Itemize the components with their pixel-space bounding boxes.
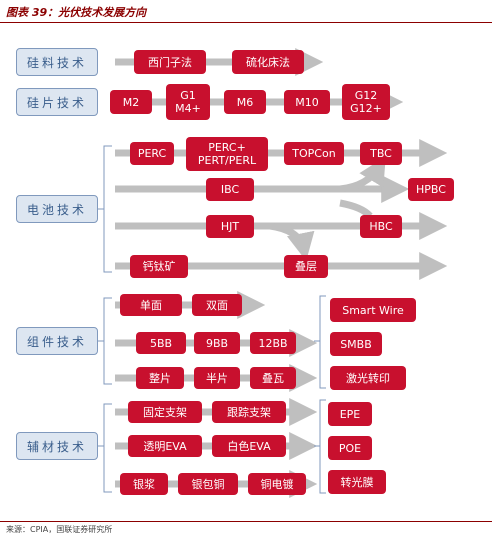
node-module-smart-wire: Smart Wire bbox=[330, 298, 416, 322]
node-aux-copper-plating: 铜电镀 bbox=[248, 473, 306, 495]
source-note: 来源：CPIA，国联证券研究所 bbox=[6, 525, 113, 534]
category-silicon-material: 硅料技术 bbox=[16, 48, 98, 76]
node-module-5bb: 5BB bbox=[136, 332, 186, 354]
node-aux-tracker-mount: 跟踪支架 bbox=[212, 401, 286, 423]
node-module-shingled: 叠瓦 bbox=[250, 367, 296, 389]
bracket-aux-right bbox=[314, 399, 326, 494]
node-aux-silver-coated-copper: 银包铜 bbox=[178, 473, 238, 495]
node-aux-poe: POE bbox=[328, 436, 372, 460]
arrow-cell-3-merge bbox=[339, 199, 373, 219]
node-cell-tandem: 叠层 bbox=[284, 255, 328, 278]
bracket-module-right bbox=[314, 295, 326, 389]
node-cell-perc-plus: PERC+ PERT/PERL bbox=[186, 137, 268, 171]
node-cell-tbc: TBC bbox=[360, 142, 402, 165]
node-module-smbb: SMBB bbox=[330, 332, 382, 356]
category-module: 组件技术 bbox=[16, 327, 98, 355]
node-module-laser-transfer: 激光转印 bbox=[330, 366, 406, 390]
node-cell-hpbc: HPBC bbox=[408, 178, 454, 201]
node-aux-silver-paste: 银浆 bbox=[120, 473, 168, 495]
node-wafer-m6: M6 bbox=[224, 90, 266, 114]
node-module-bifacial: 双面 bbox=[192, 294, 242, 316]
node-fbr-method: 硫化床法 bbox=[232, 50, 304, 74]
node-module-monofacial: 单面 bbox=[120, 294, 182, 316]
bracket-aux-left bbox=[98, 403, 112, 493]
node-aux-epe: EPE bbox=[328, 402, 372, 426]
node-wafer-g12: G12 G12+ bbox=[342, 84, 390, 120]
node-wafer-m10: M10 bbox=[284, 90, 330, 114]
figure-title: 图表 39：光伏技术发展方向 bbox=[6, 6, 147, 19]
arrow-cell-3-branch bbox=[269, 222, 315, 261]
node-cell-perovskite: 钙钛矿 bbox=[130, 255, 188, 278]
category-wafer: 硅片技术 bbox=[16, 88, 98, 116]
node-wafer-g1-m4: G1 M4+ bbox=[166, 84, 210, 120]
title-divider bbox=[0, 22, 492, 23]
bracket-cell bbox=[98, 145, 112, 273]
node-siemens-method: 西门子法 bbox=[134, 50, 206, 74]
node-cell-topcon: TOPCon bbox=[284, 142, 344, 165]
arrow-cell-2-branch bbox=[339, 156, 386, 193]
node-module-9bb: 9BB bbox=[194, 332, 240, 354]
node-cell-ibc: IBC bbox=[206, 178, 254, 201]
node-wafer-m2: M2 bbox=[110, 90, 152, 114]
node-cell-hjt: HJT bbox=[206, 215, 254, 238]
node-cell-perc: PERC bbox=[130, 142, 174, 165]
node-module-half-cell: 半片 bbox=[194, 367, 240, 389]
node-module-12bb: 12BB bbox=[250, 332, 296, 354]
node-cell-hbc: HBC bbox=[360, 215, 402, 238]
node-aux-white-eva: 白色EVA bbox=[212, 435, 286, 457]
node-aux-transparent-eva: 透明EVA bbox=[128, 435, 202, 457]
node-aux-fixed-mount: 固定支架 bbox=[128, 401, 202, 423]
category-cell: 电池技术 bbox=[16, 195, 98, 223]
node-module-full-cell: 整片 bbox=[136, 367, 184, 389]
footer-divider bbox=[0, 521, 492, 522]
category-auxiliary: 辅材技术 bbox=[16, 432, 98, 460]
node-aux-light-conversion-film: 转光膜 bbox=[328, 470, 386, 494]
bracket-module-left bbox=[98, 297, 112, 385]
